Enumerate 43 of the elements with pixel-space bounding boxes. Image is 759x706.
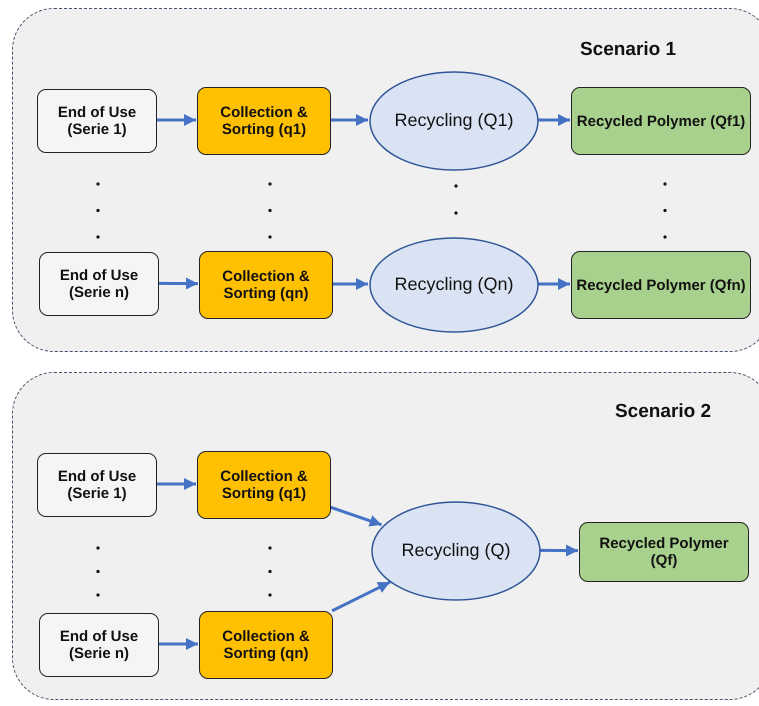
node-label: Collection & Sorting (qn) xyxy=(221,628,311,662)
node-label: End of Use (Serie n) xyxy=(58,628,140,662)
process-ellipse xyxy=(369,71,539,171)
arrow xyxy=(158,638,198,650)
arrow xyxy=(156,478,196,490)
arrow xyxy=(330,114,368,126)
arrow xyxy=(538,278,570,290)
output-box xyxy=(571,251,751,319)
source-box xyxy=(37,89,157,153)
arrow xyxy=(540,544,578,557)
node-label: Recycled Polymer (Qfn) xyxy=(575,276,747,294)
arrow xyxy=(538,114,570,126)
process-ellipse xyxy=(371,501,541,601)
node-label: End of Use (Serie n) xyxy=(58,267,140,301)
process-box xyxy=(199,611,333,679)
node-label: Recycled Polymer (Qf) xyxy=(598,535,730,569)
node-label: Collection & Sorting (q1) xyxy=(219,104,309,138)
node-label: Collection & Sorting (qn) xyxy=(221,268,311,302)
node-label: Recycling (Qn) xyxy=(393,273,515,296)
arrow xyxy=(331,580,391,612)
process-box xyxy=(197,87,331,155)
node-label: End of Use (Serie 1) xyxy=(56,468,138,502)
output-box xyxy=(579,522,749,582)
arrow xyxy=(330,506,382,527)
arrow xyxy=(332,278,368,290)
node-label: End of Use (Serie 1) xyxy=(56,104,138,138)
output-box xyxy=(571,87,751,155)
source-box xyxy=(39,252,159,316)
source-box xyxy=(37,453,157,517)
scenario-panel xyxy=(12,8,759,352)
arrow xyxy=(158,278,198,290)
source-box xyxy=(39,613,159,677)
arrow xyxy=(156,114,196,126)
process-box xyxy=(199,251,333,319)
panel-title: Scenario 2 xyxy=(614,401,712,423)
process-box xyxy=(197,451,331,519)
scenario-panel xyxy=(12,372,759,700)
panel-title: Scenario 1 xyxy=(579,39,678,61)
process-ellipse xyxy=(369,237,539,333)
node-label: Recycled Polymer (Qf1) xyxy=(576,112,746,130)
node-label: Collection & Sorting (q1) xyxy=(219,468,309,502)
node-label: Recycling (Q1) xyxy=(393,109,515,132)
node-label: Recycling (Q) xyxy=(400,539,512,562)
